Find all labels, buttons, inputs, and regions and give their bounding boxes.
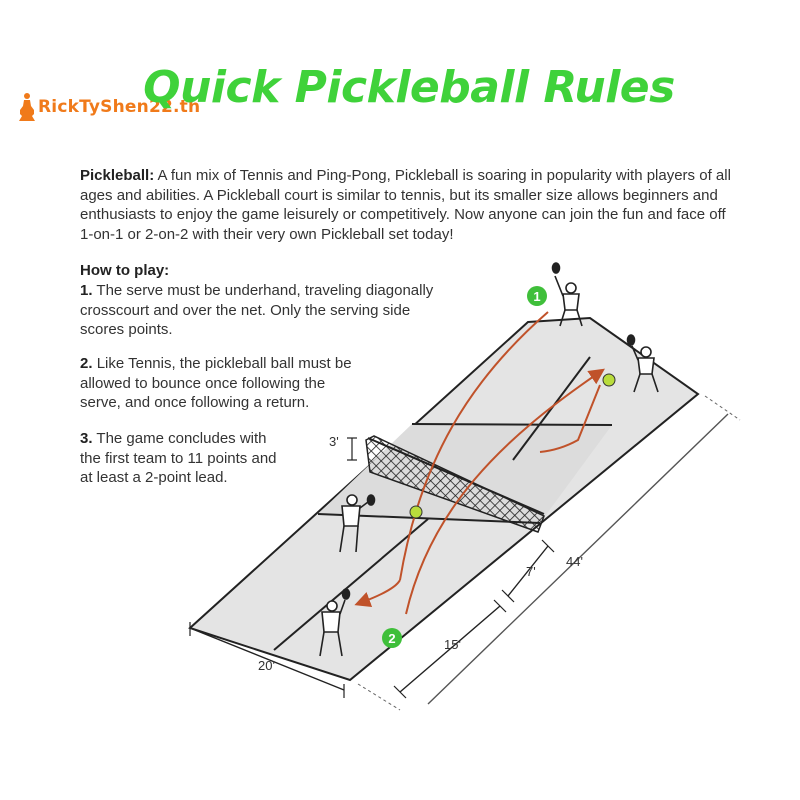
serve-path-1: [399, 311, 549, 581]
player-far-left: [551, 262, 583, 327]
service-label: 15': [444, 637, 461, 652]
dimension-service: 15': [393, 599, 507, 699]
kitchen-zone: [318, 424, 612, 523]
rule-3-number: 3.: [80, 430, 93, 447]
rule-3: 3. The game concludes with the first tea…: [80, 429, 277, 488]
net: [365, 435, 545, 533]
rule-3-line-1: The game concludes with: [96, 430, 267, 447]
intro-lead: Pickleball:: [80, 167, 155, 184]
marker-2: 2: [382, 628, 402, 648]
player-near-left: [339, 494, 376, 553]
marker-1: 1: [527, 286, 547, 306]
dimension-net-height: 3': [329, 434, 357, 461]
how-to-play-heading: How to play:: [80, 262, 170, 279]
player-far-right: [626, 334, 659, 393]
dimension-length: 44': [357, 395, 741, 711]
length-label: 44': [566, 554, 583, 569]
kitchen-line-far: [411, 423, 613, 426]
width-label: 20': [258, 658, 275, 673]
rule-1: 1. The serve must be underhand, travelin…: [80, 281, 433, 340]
page-title: Quick Pickleball Rules: [143, 62, 675, 113]
dimension-kitchen: 7': [501, 539, 555, 603]
rule-2-line-3: serve, and once following a return.: [80, 394, 310, 411]
rule-2: 2. Like Tennis, the pickleball ball must…: [80, 354, 352, 413]
rule-2-line-1: Like Tennis, the pickleball ball must be: [96, 355, 352, 372]
rule-3-line-3: at least a 2-point lead.: [80, 469, 228, 486]
rule-2-line-2: allowed to bounce once following the: [80, 374, 326, 392]
rule-1-number: 1.: [80, 282, 93, 299]
rule-2-number: 2.: [80, 355, 93, 372]
rule-1-line-3: scores points.: [80, 321, 173, 338]
serve-path-2: [405, 368, 605, 615]
intro-text: A fun mix of Tennis and Ping-Pong, Pickl…: [80, 167, 731, 243]
rule-3-line-2: the first team to 11 points and: [80, 449, 277, 467]
marker-1-label: 1: [533, 289, 540, 304]
ball-far: [602, 373, 616, 387]
return-path: [354, 579, 401, 608]
net-top: [367, 437, 545, 515]
rule-1-line-1: The serve must be underhand, traveling d…: [96, 282, 434, 299]
intro-paragraph: Pickleball: A fun mix of Tennis and Ping…: [80, 166, 740, 244]
pawn-icon: [19, 93, 35, 121]
dimension-width: 20': [189, 622, 345, 698]
player-near-right: [319, 588, 351, 657]
watermark-text: RickTyShen22.th: [38, 97, 201, 117]
return-path-2: [539, 384, 601, 453]
ball-near: [409, 505, 423, 519]
watermark: RickTyShen22.th: [18, 92, 200, 122]
rule-1-line-2: crosscourt and over the net. Only the se…: [80, 301, 411, 319]
kitchen-label: 7': [526, 564, 536, 579]
center-line-near: [273, 518, 429, 651]
marker-2-label: 2: [388, 631, 395, 646]
net-height-label: 3': [329, 434, 339, 449]
